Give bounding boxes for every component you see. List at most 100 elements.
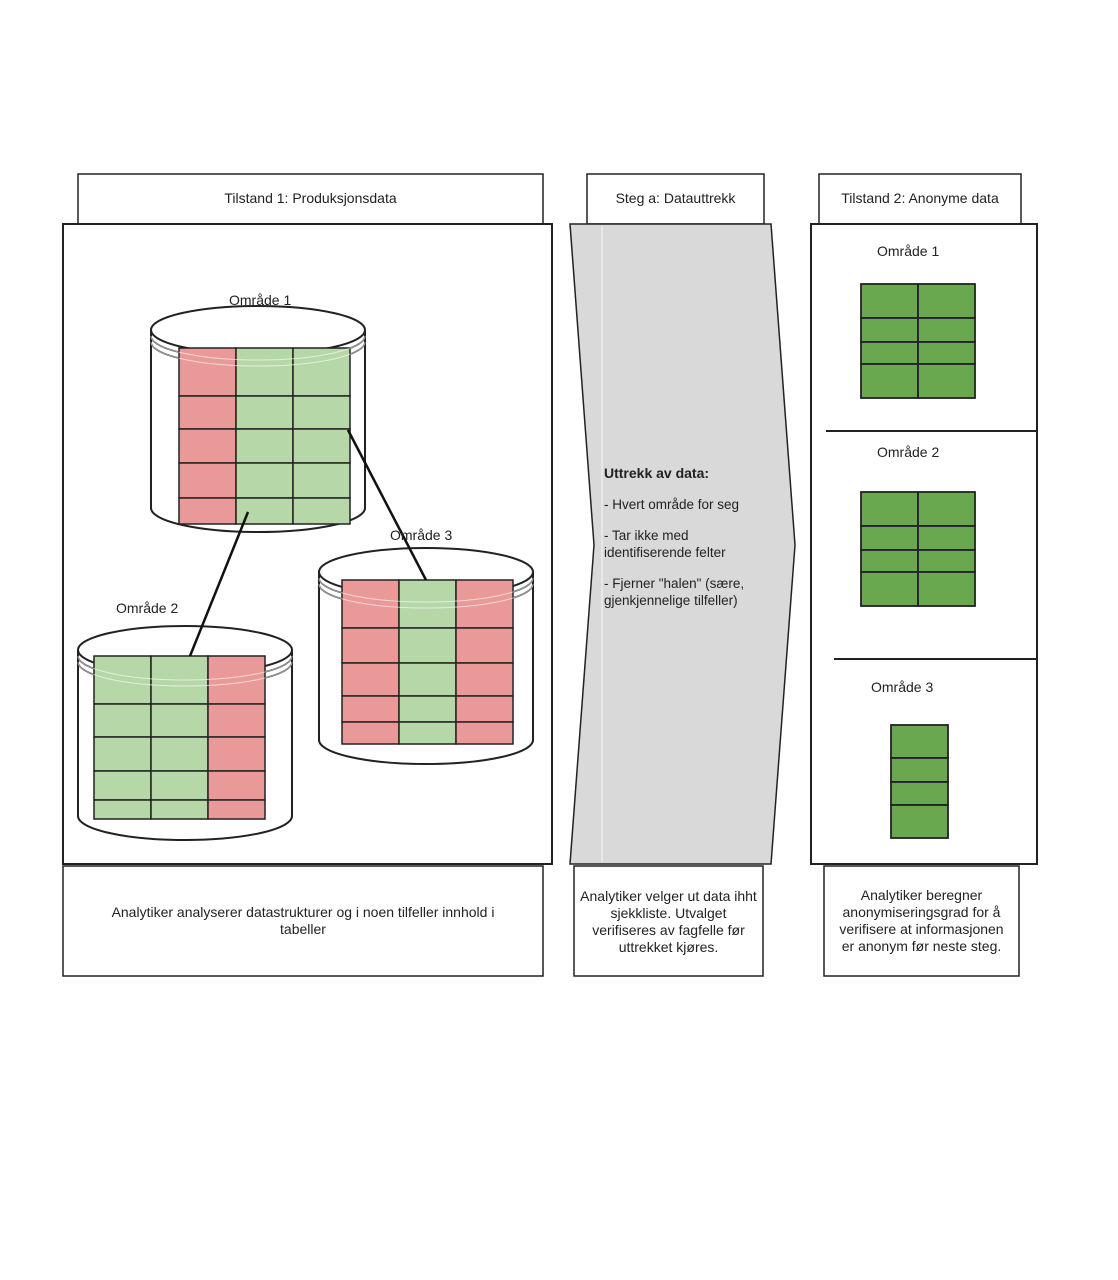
table-cell — [178, 428, 237, 464]
table-cell — [178, 462, 237, 499]
anonymous-cell — [860, 317, 919, 343]
table-cell — [93, 799, 152, 820]
extract-rules-title: Uttrekk av data: — [604, 465, 710, 481]
table-cell — [292, 497, 351, 525]
anonymous-cell — [917, 363, 976, 399]
anonymous-cell — [917, 341, 976, 365]
table-cell — [455, 662, 514, 697]
table-cell — [398, 662, 457, 697]
table-cell — [398, 579, 457, 629]
table-cell — [150, 770, 209, 801]
table-cell — [341, 627, 400, 664]
anon-area-label-1: Område 1 — [877, 243, 940, 259]
table-cell — [178, 347, 237, 397]
cylinder-rim-overlay — [77, 661, 293, 687]
anonymous-cell — [917, 283, 976, 319]
anonymous-cell — [890, 724, 949, 759]
table-cell — [178, 395, 237, 430]
anonymous-cell — [890, 781, 949, 806]
table-cell — [341, 579, 400, 629]
col3-header: Tilstand 2: Anonyme data — [841, 190, 999, 206]
table-cell — [398, 695, 457, 723]
anonymous-cell — [917, 549, 976, 573]
extract-rule-item: - Hvert område for seg — [604, 497, 740, 512]
database-area-2 — [77, 625, 293, 841]
extract-rules: Uttrekk av data: - Hvert område for seg … — [604, 465, 774, 609]
table-cell — [292, 428, 351, 464]
table-cell — [207, 770, 266, 801]
area-label-3: Område 3 — [390, 527, 453, 543]
table-cell — [235, 497, 294, 525]
table-cell — [150, 703, 209, 738]
table-cell — [455, 695, 514, 723]
database-area-3 — [318, 547, 534, 765]
extract-arrow-shape — [569, 223, 796, 865]
anon-area-label-3: Område 3 — [871, 679, 934, 695]
table-cell — [341, 662, 400, 697]
table-cell — [93, 770, 152, 801]
cylinder-rim-overlay — [77, 655, 293, 681]
col2-caption-box — [573, 865, 764, 977]
anonymous-table-2 — [860, 491, 976, 607]
cylinder-top — [150, 305, 366, 355]
anonymous-cell — [890, 804, 949, 839]
cylinder-rim-overlay — [318, 583, 534, 609]
col3-header-box — [818, 173, 1022, 225]
anonymous-cell — [917, 571, 976, 607]
cylinder-rim-overlay — [150, 341, 366, 367]
area-label-1: Område 1 — [229, 292, 292, 308]
anonymous-cell — [860, 491, 919, 527]
table-cell — [178, 497, 237, 525]
anonymous-cell — [860, 283, 919, 319]
cylinder-rim-overlay — [318, 577, 534, 603]
col1-caption-box — [62, 865, 544, 977]
col1-header: Tilstand 1: Produksjonsdata — [224, 190, 397, 206]
table-cell — [235, 347, 294, 397]
extract-rule-item: - Fjerner "halen" (sære, gjenkjennelige … — [604, 576, 745, 608]
table-cell — [93, 703, 152, 738]
table-cell — [455, 721, 514, 745]
area-label-2: Område 2 — [116, 600, 179, 616]
table-cell — [398, 721, 457, 745]
table-cell — [235, 428, 294, 464]
table-cell — [207, 736, 266, 772]
table-cell — [207, 703, 266, 738]
relation-line-1-3 — [346, 429, 428, 581]
table-cell — [93, 655, 152, 705]
col3-caption: Analytiker beregner anonymiseringsgrad f… — [839, 887, 1004, 954]
col1-caption: Analytiker analyserer datastrukturer og … — [111, 904, 495, 937]
anon-area-label-2: Område 2 — [877, 444, 940, 460]
table-cell — [292, 347, 351, 397]
table-cell — [341, 695, 400, 723]
extract-rule-item: - Tar ikke med identifiserende felter — [604, 528, 726, 560]
table-cell — [455, 627, 514, 664]
table-cell — [235, 395, 294, 430]
anonymous-table-1 — [860, 283, 976, 399]
anonymous-cell — [917, 525, 976, 551]
table-cell — [235, 462, 294, 499]
col2-header: Steg a: Datauttrekk — [615, 190, 736, 206]
relation-line-1-2 — [188, 511, 250, 657]
anonymous-table-3 — [890, 724, 949, 839]
table-cell — [150, 736, 209, 772]
anonymous-cell — [860, 363, 919, 399]
anonymous-cell — [860, 549, 919, 573]
database-area-1 — [150, 305, 366, 533]
anonymous-cell — [860, 571, 919, 607]
table-cell — [398, 627, 457, 664]
anonymous-cell — [860, 341, 919, 365]
anonymous-cell — [860, 525, 919, 551]
col2-header-box — [586, 173, 765, 225]
table-cell — [150, 799, 209, 820]
col2-caption: Analytiker velger ut data ihht sjekklist… — [580, 888, 757, 955]
table-cell — [341, 721, 400, 745]
anonymous-cell — [890, 757, 949, 783]
cylinder-rim-overlay — [150, 335, 366, 361]
table-cell — [207, 799, 266, 820]
table-cell — [292, 462, 351, 499]
table-cell — [93, 736, 152, 772]
anonymous-cell — [917, 317, 976, 343]
table-cell — [292, 395, 351, 430]
col3-caption-box — [823, 865, 1020, 977]
